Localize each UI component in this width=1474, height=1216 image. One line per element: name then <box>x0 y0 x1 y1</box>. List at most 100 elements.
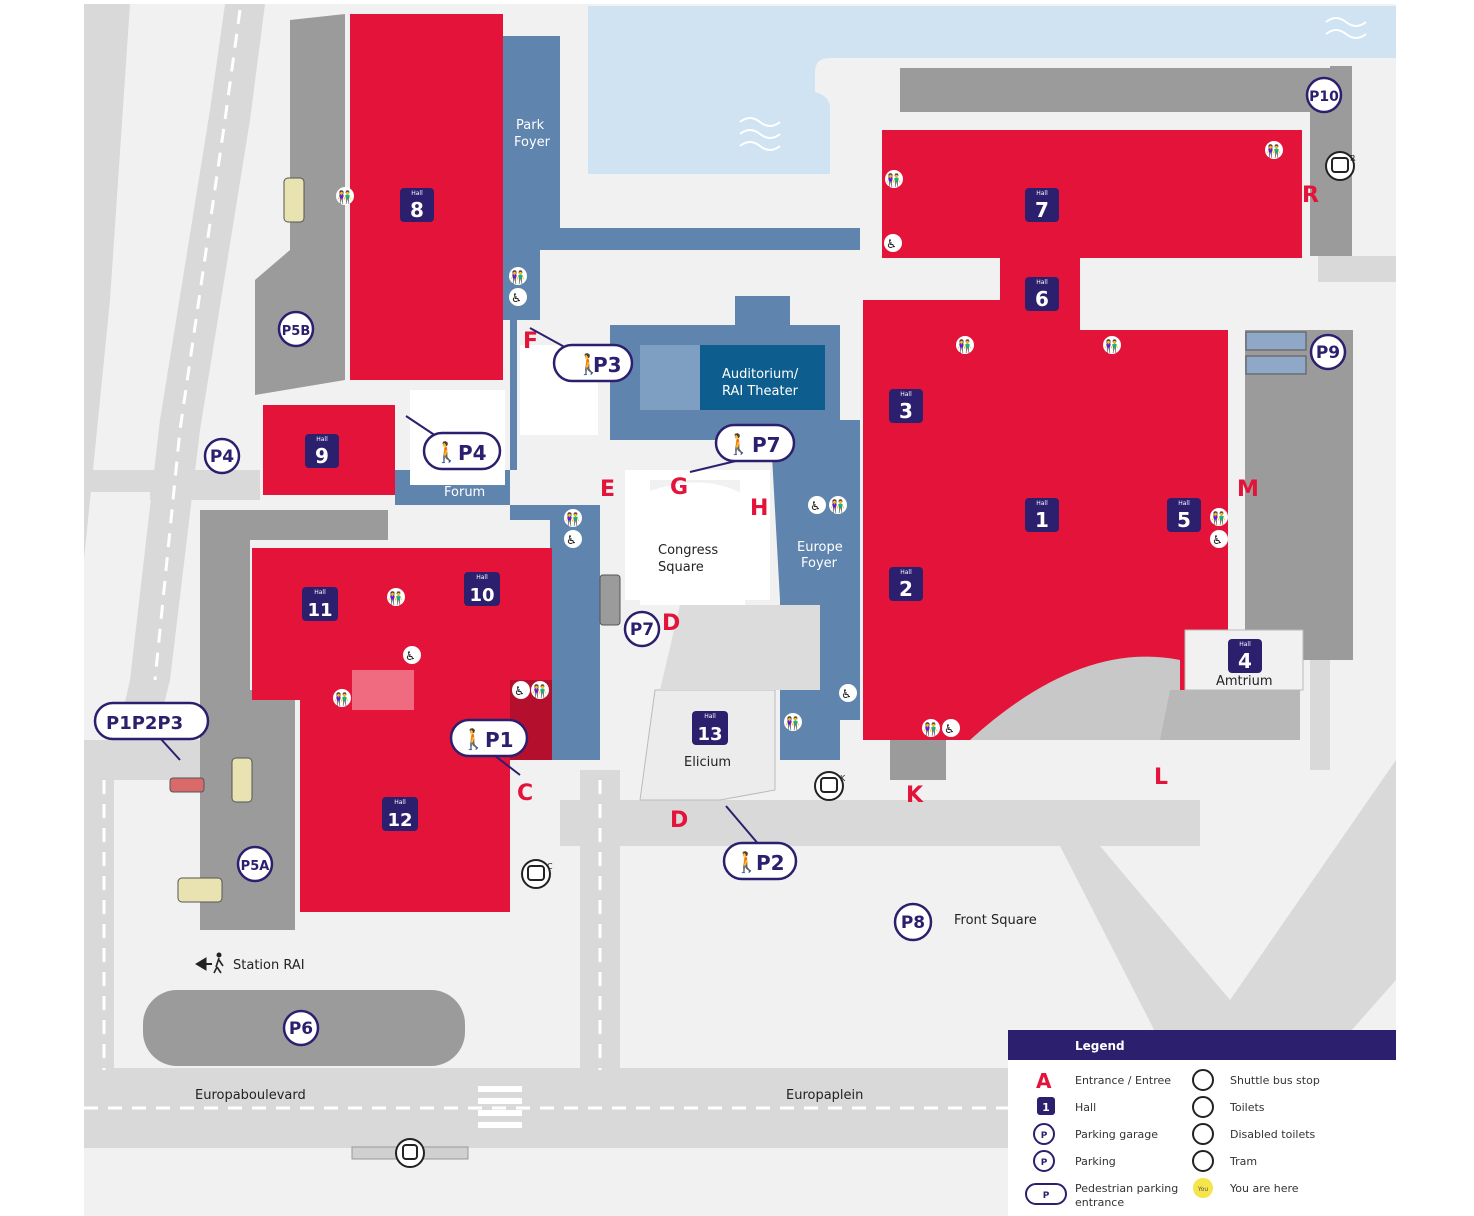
legend-toilets: Toilets <box>1229 1101 1265 1114</box>
svg-text:Hall: Hall <box>476 574 488 581</box>
congress-square-label: Square <box>658 560 704 575</box>
parking-p10[interactable]: P10 <box>1305 76 1343 114</box>
legend-pedestrian: Pedestrian parking <box>1075 1182 1178 1195</box>
parking-p9[interactable]: P9 <box>1309 333 1347 371</box>
parking-p8[interactable]: P8 <box>893 902 933 942</box>
disabled-toilet-icon: ♿ <box>1210 530 1228 548</box>
svg-text:Hall: Hall <box>1239 641 1251 648</box>
svg-text:P: P <box>1043 1191 1050 1201</box>
toilets-icon: 👫 <box>956 336 974 354</box>
svg-text:Hall: Hall <box>900 569 912 576</box>
hall-number: 4 <box>1238 649 1252 673</box>
white-structures <box>410 345 770 605</box>
svg-text:👫: 👫 <box>334 692 349 706</box>
svg-text:👫: 👫 <box>830 499 845 513</box>
svg-text:♿: ♿ <box>841 687 852 701</box>
legend-title: Legend <box>1075 1039 1125 1053</box>
legend-parking-garage-icon <box>1033 1123 1055 1145</box>
disabled-toilet-icon: ♿ <box>509 288 527 306</box>
pedestrian-p2[interactable]: 🚶P2 <box>722 805 798 881</box>
auditorium-label: RAI Theater <box>722 384 799 399</box>
toilets-icon: 👫 <box>531 681 549 699</box>
pedestrian-p3[interactable]: 🚶P3 <box>529 327 634 383</box>
toilets-icon: 👫 <box>333 689 351 707</box>
legend-pedestrian-icon <box>1025 1183 1067 1205</box>
parking-p4[interactable]: P4 <box>203 437 241 475</box>
legend-disabled: Disabled toilets <box>1230 1128 1316 1141</box>
legend-parking: Parking <box>1075 1155 1116 1168</box>
hall-number: 12 <box>387 810 412 831</box>
svg-text:👫: 👫 <box>337 190 352 204</box>
shuttle-bus-icon[interactable]: K <box>814 771 846 801</box>
shuttle-bus-icon[interactable]: C <box>521 859 553 889</box>
park-foyer-label: Park <box>516 118 545 133</box>
toilets-icon: 👫 <box>829 496 847 514</box>
svg-text:👫: 👫 <box>886 173 901 187</box>
svg-text:👫: 👫 <box>565 512 580 526</box>
svg-text:👫: 👫 <box>532 684 547 698</box>
parking-p5b[interactable]: P5B <box>277 310 315 348</box>
entrance-m: M <box>1237 477 1259 502</box>
halls <box>252 14 1302 912</box>
svg-text:P2: P2 <box>756 851 785 875</box>
toilets-icon: 👫 <box>509 267 527 285</box>
entrance-d-upper: D <box>662 611 680 636</box>
shuttle-bus-icon[interactable]: R <box>1325 151 1356 181</box>
tram-stop[interactable] <box>351 1138 469 1168</box>
svg-text:🚶: 🚶 <box>576 352 601 376</box>
svg-text:Hall: Hall <box>1178 500 1190 507</box>
legend-hall: Hall <box>1075 1101 1096 1114</box>
svg-text:P4: P4 <box>458 441 487 465</box>
toilets-icon: 👫 <box>784 713 802 731</box>
svg-text:P7: P7 <box>630 620 654 640</box>
parking-p7[interactable]: P7 <box>623 610 661 648</box>
pedestrian-p4[interactable]: 🚶P4 <box>405 415 502 471</box>
europe-foyer-label: Europe <box>797 540 843 555</box>
legend-tram-icon <box>1192 1150 1214 1172</box>
hall-badge: Hall 10 <box>464 572 500 606</box>
auditorium-stairs <box>640 345 700 410</box>
pedestrian-p1[interactable]: 🚶P1 <box>449 718 529 776</box>
svg-text:P1P2P3: P1P2P3 <box>106 713 183 734</box>
disabled-toilet-icon: ♿ <box>512 681 530 699</box>
area-labels: Park Foyer Auditorium/ RAI Theater Forum… <box>195 118 1273 1103</box>
svg-text:P7: P7 <box>752 433 781 457</box>
parking-p6[interactable]: P6 <box>282 1009 320 1047</box>
legend: Legend A Entrance / Entree 1 Hall P Park… <box>1008 1030 1396 1216</box>
auditorium-label: Auditorium/ <box>722 367 799 382</box>
legend-parking-garage: Parking garage <box>1075 1128 1158 1141</box>
svg-text:You: You <box>1197 1186 1209 1193</box>
congress-square-label: Congress <box>658 543 718 558</box>
legend-hall-icon <box>1037 1097 1055 1115</box>
svg-text:P6: P6 <box>289 1019 313 1039</box>
svg-text:👫: 👫 <box>957 339 972 353</box>
hall-number: 5 <box>1177 508 1191 532</box>
europe-foyer-label: Foyer <box>801 556 838 571</box>
tram-icon <box>395 1138 425 1168</box>
park-foyer-label: Foyer <box>514 135 551 150</box>
hall-number: 10 <box>469 585 494 606</box>
pedestrian-p7[interactable]: 🚶P7 <box>689 423 796 473</box>
entrance-labels: C D D E F G H K L M R <box>517 183 1319 833</box>
hall-number: 6 <box>1035 287 1049 311</box>
parking-p5a[interactable]: P5A <box>236 845 274 883</box>
legend-shuttle-icon <box>1192 1069 1214 1091</box>
water-wave-icon <box>739 17 1367 151</box>
svg-text:♿: ♿ <box>810 499 821 513</box>
disabled-toilet-icon: ♿ <box>808 496 826 514</box>
toilets-icon: 👫 <box>922 719 940 737</box>
amtrium-label: Amtrium <box>1216 674 1273 689</box>
hall-number: 13 <box>697 724 722 745</box>
legend-pedestrian: entrance <box>1075 1196 1124 1209</box>
pedestrian-p123[interactable]: P1P2P3 <box>93 701 210 761</box>
svg-text:♿: ♿ <box>886 237 897 251</box>
disabled-toilet-icon: ♿ <box>403 646 421 664</box>
svg-text:👫: 👫 <box>923 722 938 736</box>
shuttle-stops: R K C <box>521 151 1356 889</box>
